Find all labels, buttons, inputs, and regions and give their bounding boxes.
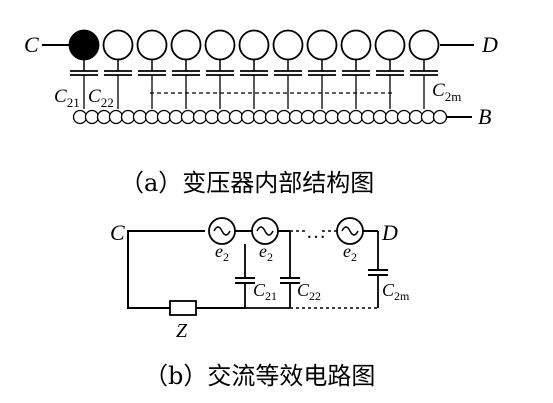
source-m-label: e2 xyxy=(343,241,357,264)
lv-disc xyxy=(108,109,124,125)
capacitor-c2m xyxy=(368,231,388,308)
diagram-b: C D Z … e2 e2 xyxy=(110,217,410,390)
lv-disc xyxy=(192,109,208,125)
hv-disc xyxy=(238,29,270,61)
capacitor-c21 xyxy=(235,244,255,308)
circuit-c-label: C xyxy=(110,220,125,245)
hv-disc xyxy=(340,29,372,61)
sources-ellipsis: … xyxy=(306,221,326,243)
lv-disc xyxy=(264,109,280,125)
hv-winding-discs xyxy=(68,29,440,61)
lv-winding-discs xyxy=(72,109,448,125)
lv-disc xyxy=(300,109,316,125)
caption-a: （a）变压器内部结构图 xyxy=(120,169,374,197)
lv-disc xyxy=(288,109,304,125)
lv-disc xyxy=(84,109,100,125)
circuit-outer-left-wire xyxy=(127,230,205,309)
inter-winding-capacitors xyxy=(70,59,438,109)
lv-disc xyxy=(396,109,412,125)
impedance-z xyxy=(169,300,197,316)
lv-disc xyxy=(432,109,448,125)
lv-disc xyxy=(144,109,160,125)
lv-disc xyxy=(348,109,364,125)
source-e2-1 xyxy=(208,217,236,245)
cap-c21-label: C21 xyxy=(54,86,80,110)
lv-disc xyxy=(324,109,340,125)
circuit-d-label: D xyxy=(381,220,398,245)
lv-disc xyxy=(132,109,148,125)
lv-disc xyxy=(168,109,184,125)
hv-disc xyxy=(306,29,338,61)
lv-disc xyxy=(360,109,376,125)
lv-disc xyxy=(120,109,136,125)
lv-disc xyxy=(240,109,256,125)
diagram-a: C D C21 C22 C2m B （a）变压器内部结构图 xyxy=(24,29,498,197)
hv-disc xyxy=(102,29,134,61)
lv-disc xyxy=(72,109,88,125)
lv-disc xyxy=(96,109,112,125)
terminal-d-label: D xyxy=(481,32,498,57)
circuit-c2m-label: C2m xyxy=(382,280,410,303)
lv-disc xyxy=(228,109,244,125)
hv-disc xyxy=(408,29,440,61)
lv-disc xyxy=(420,109,436,125)
source-e2-2 xyxy=(251,217,279,245)
lv-disc xyxy=(156,109,172,125)
lv-disc xyxy=(336,109,352,125)
source-2-label: e2 xyxy=(259,241,273,264)
hv-disc xyxy=(170,29,202,61)
hv-disc xyxy=(272,29,304,61)
source-1-label: e2 xyxy=(215,241,229,264)
caption-b: （b）交流等效电路图 xyxy=(144,362,375,390)
hv-disc xyxy=(68,29,100,61)
cap-c2m-label: C2m xyxy=(432,80,461,104)
circuit-c21-label: C21 xyxy=(253,280,277,303)
lv-disc xyxy=(372,109,388,125)
lv-disc xyxy=(312,109,328,125)
impedance-z-label: Z xyxy=(176,320,188,342)
lv-disc xyxy=(276,109,292,125)
terminal-b-label: B xyxy=(478,104,491,129)
hv-disc xyxy=(136,29,168,61)
lv-disc xyxy=(204,109,220,125)
lv-disc xyxy=(180,109,196,125)
lv-disc xyxy=(252,109,268,125)
lv-disc xyxy=(216,109,232,125)
terminal-c-label: C xyxy=(24,32,39,57)
capacitor-c22 xyxy=(280,231,300,308)
hv-disc xyxy=(204,29,236,61)
hv-disc xyxy=(374,29,406,61)
lv-disc xyxy=(384,109,400,125)
circuit-c22-label: C22 xyxy=(297,280,321,303)
cap-c22-label: C22 xyxy=(88,86,114,110)
lv-disc xyxy=(408,109,424,125)
